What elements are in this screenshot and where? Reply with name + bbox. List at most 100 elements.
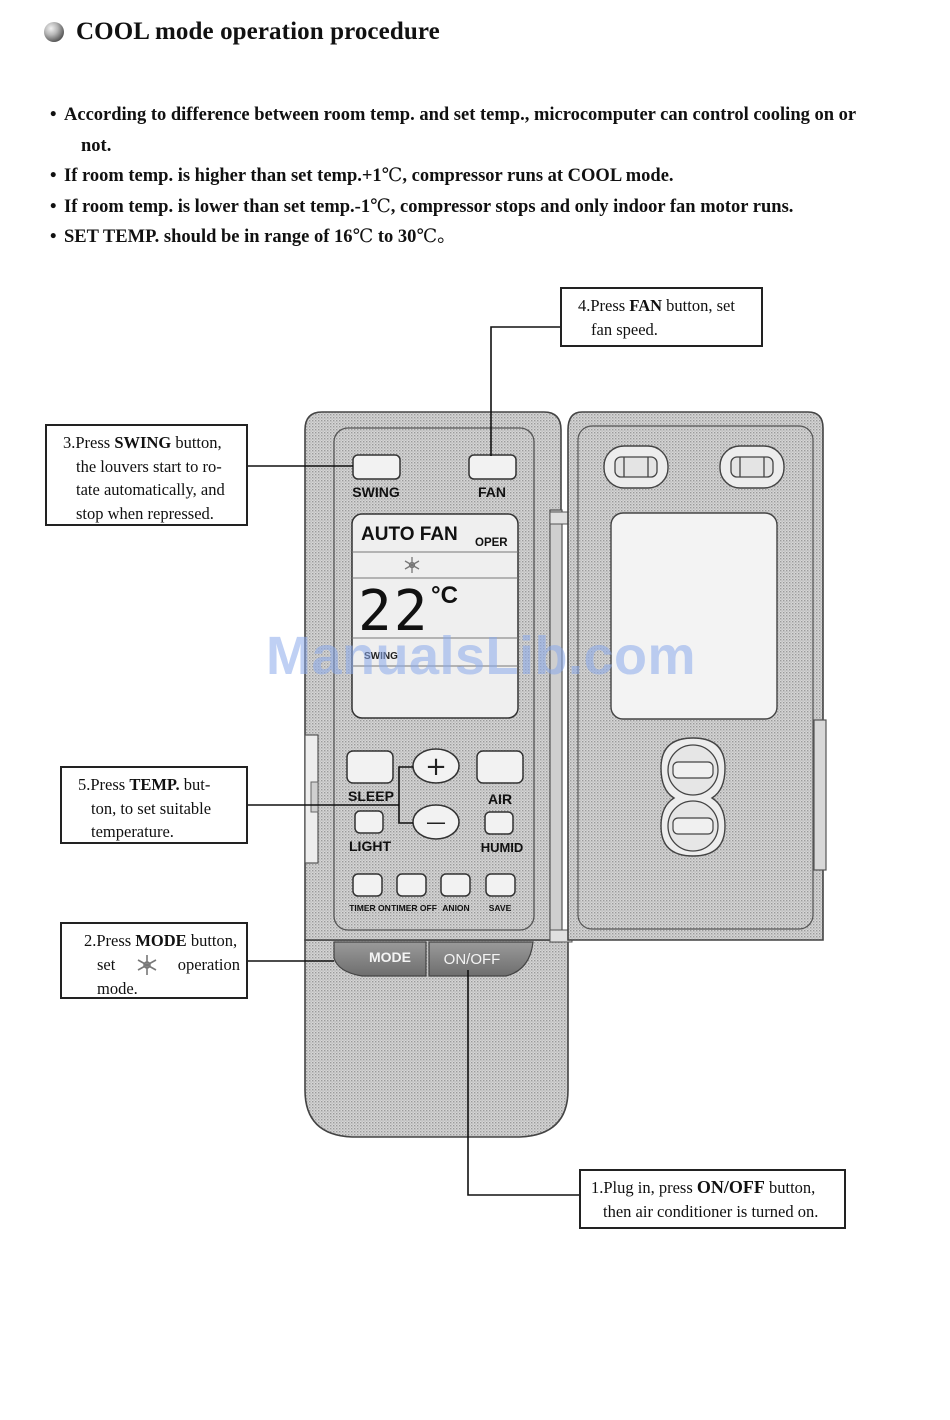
section-title-text: COOL mode operation procedure [76,18,440,45]
humid-button[interactable] [484,811,514,835]
callout-fan: 4.Press FAN button, set fan speed. [560,287,763,347]
cover-contact-left-icon [603,445,669,489]
cover-contact-right-icon [719,445,785,489]
cover-figure8-contact-icon [660,737,726,857]
list-item: • According to difference between room t… [50,100,925,161]
timer-on-label: TIMER ON [349,903,391,913]
callout-text: but- [179,775,211,794]
bullet-dot: • [50,166,57,186]
snowflake-icon [137,954,156,975]
bullet-dot: • [50,227,57,247]
leader-onoff [467,970,579,1196]
round-bullet-icon [44,22,64,42]
cover-inner-border [577,425,814,930]
list-item-text: If room temp. is higher than set temp.+1 [64,166,382,186]
callout-mode-line2: set operation [84,953,240,977]
onoff-button[interactable] [428,941,534,977]
callout-text: temperature. [91,822,174,841]
timer-off-button[interactable] [396,873,427,897]
anion-button[interactable] [440,873,471,897]
list-item: • If room temp. is lower than set temp.-… [50,192,925,223]
air-button[interactable] [476,750,524,784]
swing-button[interactable] [352,454,401,480]
plus-icon: + [425,752,447,782]
save-button[interactable] [485,873,516,897]
remote-handle [304,939,569,1138]
callout-text: set [97,954,116,974]
section-title: COOL mode operation procedure [44,18,440,46]
fan-button[interactable] [468,454,517,480]
hinge [549,509,563,943]
bullet-dot: • [50,105,57,125]
callout-key: FAN [629,296,663,315]
list-item: • If room temp. is higher than set temp.… [50,161,925,192]
celsius-unit: ℃ [381,166,403,186]
callout-key: MODE [135,931,187,950]
air-button-label: AIR [488,791,512,807]
list-item-text: If room temp. is lower than set temp.-1 [64,196,371,217]
callout-text: button, [171,433,222,452]
lcd-mode-text: AUTO FAN [361,524,458,545]
bullet-dot: • [50,196,57,217]
lcd-temperature: 22 [358,579,429,644]
save-label: SAVE [489,903,512,913]
callout-text: 4.Press [578,296,630,315]
callout-text: then air conditioner is turned on. [603,1201,819,1221]
lcd-oper-text: OPER [475,537,508,549]
sleep-button-label: SLEEP [348,788,394,804]
anion-label: ANION [442,903,469,913]
minus-icon: — [426,810,446,834]
celsius-unit: ℃ [370,196,391,217]
callout-temp: 5.Press TEMP. but- ton, to set suitable … [60,766,248,844]
swing-button-label: SWING [352,484,400,500]
list-item-text: , compressor runs at COOL mode. [402,166,674,186]
humid-button-label: HUMID [481,840,524,855]
callout-onoff: 1.Plug in, press ON/OFF button, then air… [579,1169,846,1229]
callout-key: TEMP. [129,775,180,794]
mode-button-label: MODE [369,949,411,965]
callout-swing: 3.Press SWING button, the louvers start … [45,424,248,526]
light-button[interactable] [354,810,384,834]
callout-key: ON/OFF [696,1177,765,1197]
sleep-button[interactable] [346,750,394,784]
temp-up-button[interactable] [412,748,460,784]
callout-text: fan speed. [591,319,658,339]
callout-text: button, [186,931,238,950]
list-item-text: According to difference between room tem… [64,105,857,125]
callout-text: stop when repressed. [76,503,214,523]
watermark-text: ManualsLib.com [266,626,697,686]
leader-lines [248,326,579,1196]
snowflake-icon [404,557,420,573]
list-item-text-continued: not. [81,135,112,156]
callout-key: SWING [114,433,172,452]
celsius-unit: ℃ [352,227,374,247]
callout-text: operation [177,954,240,974]
list-item-text: , compressor stops and only indoor fan m… [390,196,794,217]
list-item: • SET TEMP. should be in range of 16℃ to… [50,222,925,253]
callout-text: 3.Press [63,433,115,452]
callout-text: 5.Press [78,775,130,794]
instruction-list: • According to difference between room t… [50,100,925,253]
callout-text: 1.Plug in, press [591,1178,697,1197]
light-button-label: LIGHT [349,838,391,854]
timer-off-label: TIMER OFF [391,903,437,913]
timer-on-button[interactable] [352,873,383,897]
leader-temp-bracket [398,766,413,824]
temp-down-button[interactable] [412,804,460,840]
list-item-text: 。 [437,227,456,247]
callout-text: the louvers start to ro- [76,456,222,476]
cover-window [610,512,778,720]
side-clip [310,781,319,813]
lcd-unit: °C [431,582,458,609]
cover-side-latch [813,719,827,871]
fan-button-label: FAN [478,484,506,500]
lcd-swing-text: SWING [364,651,398,662]
onoff-button-label: ON/OFF [444,951,501,968]
callout-text: button, [764,1178,816,1197]
lcd-display: AUTO FAN OPER 22 °C SWING [351,513,519,719]
mode-button[interactable] [333,941,427,977]
callout-text: ton, to set suitable [91,798,212,818]
callout-text: 2.Press [84,931,136,950]
callout-mode: 2.Press MODE button, set operation mode. [60,922,248,999]
